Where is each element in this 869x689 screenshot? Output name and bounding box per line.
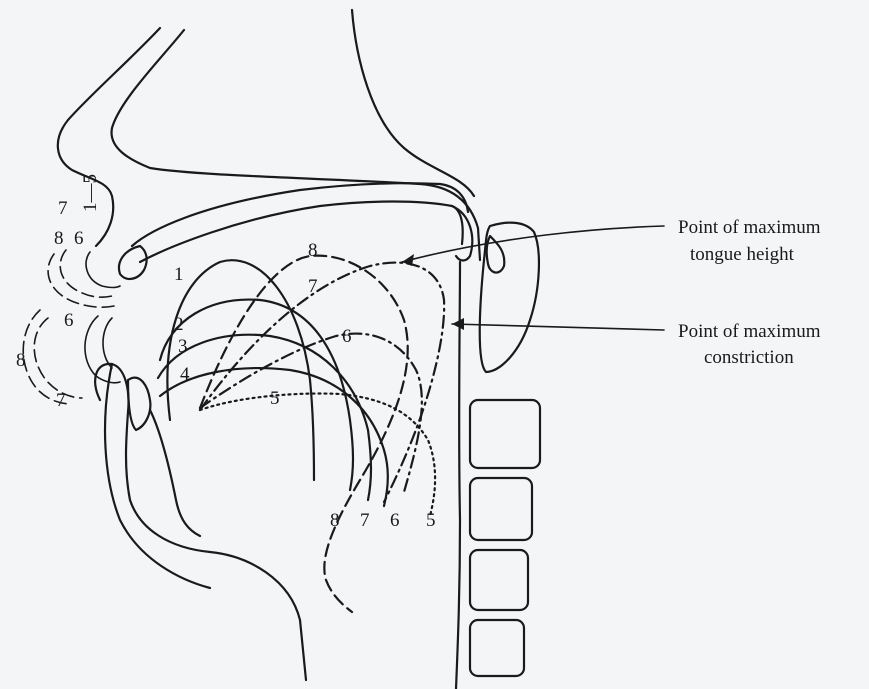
lower-jaw	[95, 364, 306, 680]
tongue-label-1: 1	[174, 264, 184, 285]
tongue-label-5: 5	[270, 388, 280, 409]
lower-lip-curve-c	[85, 316, 120, 383]
arrow-constriction	[452, 324, 664, 330]
label-max-constriction-2: constriction	[704, 347, 794, 368]
tongue-curve-8	[200, 256, 408, 612]
callout-labels: Point of maximum tongue height Point of …	[678, 217, 821, 368]
vertebra-c4	[470, 478, 532, 540]
tongue-label-3: 3	[178, 336, 188, 357]
chin	[105, 364, 210, 588]
arrow-head-tongue-height	[402, 254, 414, 266]
cervical-spine	[456, 223, 540, 689]
lower-lip-curve-d	[103, 318, 112, 368]
tongue-curve-7	[200, 263, 444, 502]
lip-label-upper-7: 7	[58, 198, 68, 219]
lip-label-upper-6: 6	[74, 228, 84, 249]
head-outline	[58, 10, 480, 680]
jaw-inner	[150, 410, 200, 536]
lip-label-upper-8: 8	[54, 228, 64, 249]
lip-label-lower-7: 7	[56, 390, 66, 411]
lip-label-upper-1-5: 1—5	[80, 174, 101, 212]
tongue-curve-6	[200, 334, 422, 492]
nose-profile	[58, 28, 160, 246]
pharynx-label-5: 5	[426, 510, 436, 531]
lower-lip-curve-a	[34, 318, 82, 398]
tongue-positions	[158, 256, 444, 612]
atlas-vertebra	[480, 223, 539, 372]
vertebra-c3	[470, 400, 540, 468]
pharynx-label-8: 8	[330, 510, 340, 531]
tongue-curve-3	[158, 335, 371, 500]
label-max-tongue-height-2: tongue height	[690, 244, 795, 265]
upper-lip-curve-c	[86, 252, 120, 288]
tongue-label-2: 2	[174, 314, 184, 335]
arrow-head-constriction	[452, 318, 464, 330]
vertebra-c5	[470, 550, 528, 610]
tongue-label-6: 6	[342, 326, 352, 347]
label-max-constriction-1: Point of maximum	[678, 321, 821, 342]
lower-incisor	[128, 378, 150, 430]
tongue-label-7: 7	[308, 276, 318, 297]
pharynx-number-labels: 8 7 6 5	[330, 510, 436, 531]
tongue-label-4: 4	[180, 364, 190, 385]
pharynx-label-6: 6	[390, 510, 400, 531]
tongue-curve-5	[200, 394, 435, 516]
label-max-tongue-height-1: Point of maximum	[678, 217, 821, 238]
tongue-label-8: 8	[308, 240, 318, 261]
lip-label-lower-6: 6	[64, 310, 74, 331]
upper-lip-curve-a	[60, 250, 112, 297]
palate-lower	[140, 202, 463, 263]
pharynx-label-7: 7	[360, 510, 370, 531]
hard-palate	[132, 183, 468, 246]
lip-label-lower-8: 8	[16, 350, 26, 371]
skull-back	[352, 10, 474, 196]
upper-lip-curve-b	[48, 254, 114, 307]
tongue-curve-2	[160, 300, 353, 490]
upper-incisor	[119, 246, 147, 279]
callout-arrows	[402, 226, 664, 330]
vertebra-c6	[470, 620, 524, 676]
tongue-number-labels: 1 2 3 4 5 6 7 8	[174, 240, 352, 409]
